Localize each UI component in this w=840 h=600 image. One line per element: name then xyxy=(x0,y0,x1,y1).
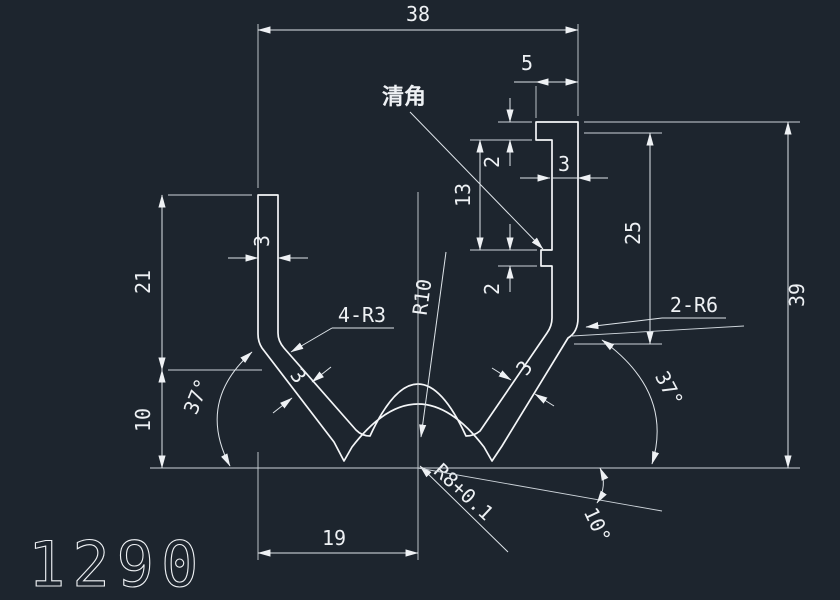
dim-bottom-width: 19 xyxy=(257,452,419,560)
dim-right-height-25: 25 xyxy=(574,132,662,345)
dim-total-height-label: 39 xyxy=(785,283,809,307)
label-radius-r10-text: R10 xyxy=(408,277,437,316)
profile-outline xyxy=(257,121,579,462)
dim-cap-width: 5 xyxy=(514,51,579,118)
dim-angle-bottom-label: 10° xyxy=(579,504,616,547)
label-fillets-2r6: 2-R6 xyxy=(585,293,726,330)
dim-angle-left-label: 37° xyxy=(179,375,215,417)
leader-line xyxy=(419,465,509,553)
label-radius-r10: R10 xyxy=(408,251,447,438)
leader-note-label: 清角 xyxy=(382,84,426,110)
dimension-line xyxy=(534,393,555,407)
dim-cap-step: 2 xyxy=(480,98,532,168)
part-number-label: 1290 xyxy=(28,528,205,600)
leader-line xyxy=(290,327,333,353)
dim-top-width: 38 xyxy=(257,2,579,188)
dim-right-slant-label: 3 xyxy=(511,356,538,380)
dim-right-wall-thickness: 3 xyxy=(520,152,608,182)
dimension-line xyxy=(491,367,512,381)
dim-notch-height: 2 xyxy=(480,224,537,295)
dim-lower-left-height: 10 xyxy=(131,369,166,469)
angle-ray xyxy=(571,325,745,337)
label-radius-r8-text: R8+0.1 xyxy=(429,458,498,525)
dim-right-height-label: 25 xyxy=(621,221,645,245)
dim-bottom-width-label: 19 xyxy=(322,526,346,550)
angle-arc xyxy=(601,339,660,465)
dim-slot-height: 13 xyxy=(451,139,537,251)
dimension-line xyxy=(272,397,293,414)
label-radius-r8: R8+0.1 xyxy=(419,458,509,553)
leader-clean-corner: 清角 xyxy=(382,84,544,250)
dim-total-height: 39 xyxy=(584,121,809,469)
dimension-line xyxy=(311,366,332,383)
dim-right-wall-label: 3 xyxy=(558,152,570,176)
leader-line xyxy=(585,317,663,330)
dim-cap-width-label: 5 xyxy=(521,51,533,75)
dim-angle-right-label: 37° xyxy=(650,367,688,410)
leader-line xyxy=(409,111,544,250)
dim-top-width-label: 38 xyxy=(406,2,430,26)
dim-arm-thickness-label: 3 xyxy=(250,235,274,247)
angle-arc xyxy=(216,351,253,467)
dim-lower-left-label: 10 xyxy=(131,408,155,432)
angle-ray xyxy=(417,467,663,512)
label-fillets-2r6-text: 2-R6 xyxy=(670,293,718,317)
dim-arm-height: 21 xyxy=(131,194,262,371)
dim-notch-height-label: 2 xyxy=(480,283,504,295)
dim-left-slant-thickness: 3 xyxy=(272,364,332,414)
dim-angle-right: 37° xyxy=(571,325,745,465)
dim-cap-step-label: 2 xyxy=(480,156,504,168)
dim-angle-left: 37° xyxy=(179,351,253,467)
dim-slot-height-label: 13 xyxy=(451,183,475,207)
leader-line xyxy=(419,251,447,438)
label-fillets-4r3-text: 4-R3 xyxy=(338,303,386,327)
dim-arm-thickness: 3 xyxy=(228,235,308,262)
angle-arc xyxy=(596,467,609,504)
dim-arm-height-label: 21 xyxy=(131,270,155,294)
label-fillets-4r3: 4-R3 xyxy=(290,303,394,353)
